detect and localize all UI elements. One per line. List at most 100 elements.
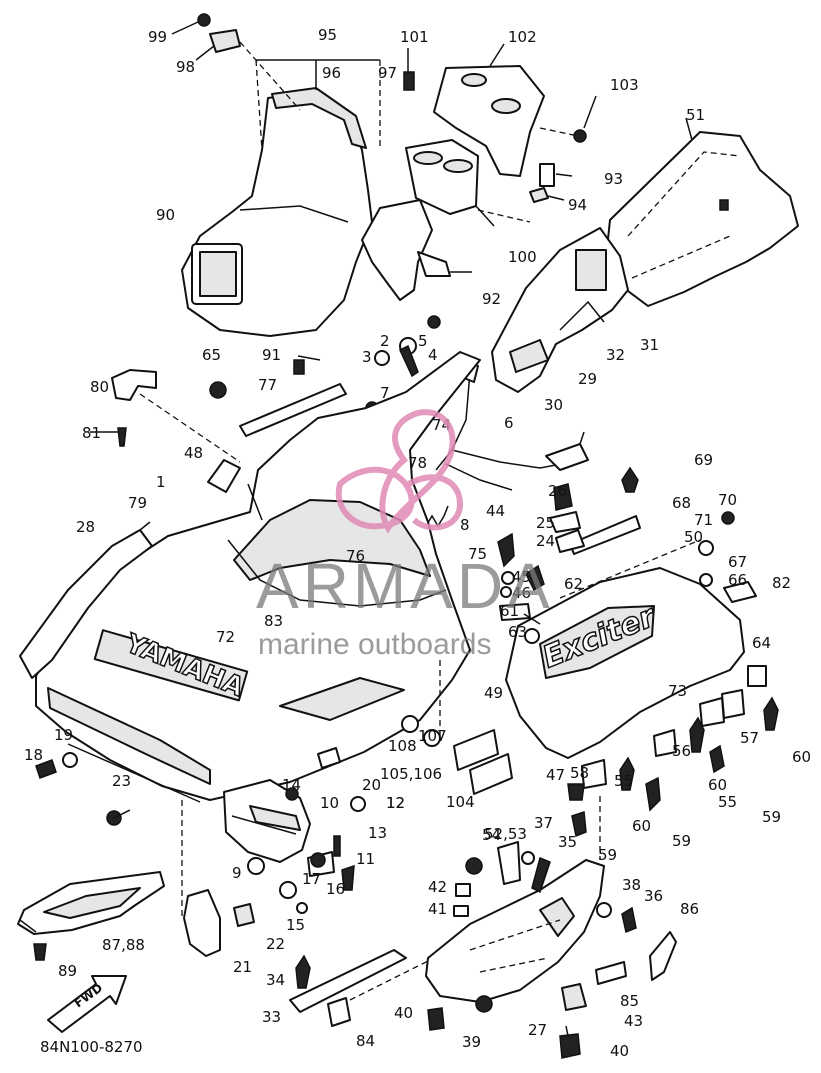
mount-part	[183, 889, 255, 957]
part-number-label: 59	[598, 846, 617, 864]
part-number-label: 47	[546, 766, 565, 784]
bolt-parts	[35, 752, 131, 826]
part-number-label: 52,53	[484, 825, 527, 843]
part-number-label: 65	[202, 346, 221, 364]
strip-part	[289, 949, 407, 1027]
right-panel-part: Exciter	[505, 515, 745, 759]
part-number-label: 66	[728, 571, 747, 589]
part-number-label: 3	[362, 348, 372, 366]
part-number-label: 87,88	[102, 936, 145, 954]
side-panel-part	[605, 117, 799, 307]
part-number-label: 19	[54, 726, 73, 744]
part-number-label: 13	[368, 824, 387, 842]
part-number-label: 56	[672, 742, 691, 760]
part-number-label: 101	[400, 28, 429, 46]
part-number-label: 50	[684, 528, 703, 546]
armada-logo-icon	[335, 409, 464, 534]
side-trim-part	[19, 521, 153, 679]
part-number-label: 58	[570, 764, 589, 782]
part-number-label: 79	[128, 494, 147, 512]
part-number-label: 38	[622, 876, 641, 894]
part-number-label: 105,106	[380, 765, 442, 783]
part-number-label: 6	[504, 414, 514, 432]
part-number-label: 99	[148, 28, 167, 46]
part-number-label: 103	[610, 76, 639, 94]
part-number-label: 57	[740, 729, 759, 747]
part-number-label: 85	[620, 992, 639, 1010]
part-number-label: 40	[610, 1042, 629, 1060]
part-number-label: 23	[112, 772, 131, 790]
part-number-label: 39	[462, 1033, 481, 1051]
part-number-label: 15	[286, 916, 305, 934]
part-number-label: 33	[262, 1008, 281, 1026]
part-number-label: 12	[386, 794, 405, 812]
part-number-label: 34	[266, 971, 285, 989]
part-number-label: 12	[386, 794, 405, 812]
fastener-part	[403, 48, 597, 203]
right-hardware	[497, 466, 767, 687]
part-number-label: 94	[568, 196, 587, 214]
part-number-label: 63	[508, 623, 527, 641]
part-number-label: 1	[156, 473, 166, 491]
part-number-label: 98	[176, 58, 195, 76]
part-number-label: 18	[24, 746, 43, 764]
part-number-label: 37	[534, 814, 553, 832]
part-number-label: 48	[184, 444, 203, 462]
part-number-label: 89	[58, 962, 77, 980]
part-number-label: 60	[632, 817, 651, 835]
part-number-label: 62	[564, 575, 583, 593]
part-number-label: 67	[728, 553, 747, 571]
hood-part: YAMAHA	[35, 351, 481, 803]
part-number-label: 25	[536, 514, 555, 532]
part-number-label: 69	[694, 451, 713, 469]
part-number-label: 42	[428, 878, 447, 896]
part-number-label: 90	[156, 206, 175, 224]
part-number-label: 21	[233, 958, 252, 976]
part-number-label: 81	[82, 424, 101, 442]
part-number-label: 20	[362, 776, 381, 794]
part-number-label: 59	[672, 832, 691, 850]
part-number-label: 32	[606, 346, 625, 364]
part-number-label: 31	[640, 336, 659, 354]
part-number-label: 16	[326, 880, 345, 898]
cover-part	[433, 43, 545, 177]
part-number-label: 64	[752, 634, 771, 652]
part-number-label: 104	[446, 793, 475, 811]
part-number-label: 72	[216, 628, 235, 646]
part-number-label: 100	[508, 248, 537, 266]
fwd-arrow-icon: FWD	[47, 975, 127, 1033]
part-number-label: 26	[548, 482, 567, 500]
bolt-part	[171, 13, 301, 111]
part-number-label: 17	[302, 870, 321, 888]
part-number-label: 11	[356, 850, 375, 868]
part-number-label: 59	[762, 808, 781, 826]
part-number-label: 60	[708, 776, 727, 794]
part-number-label: 49	[484, 684, 503, 702]
part-number-label: 76	[346, 547, 365, 565]
part-number-label: 24	[536, 532, 555, 550]
part-number-label: 40	[394, 1004, 413, 1022]
part-number-label: 71	[694, 511, 713, 529]
lower-bracket-part	[223, 779, 366, 914]
part-number-label: 97	[378, 64, 397, 82]
part-number-label: 27	[528, 1021, 547, 1039]
part-number-label: 36	[644, 887, 663, 905]
part-number-label: 96	[322, 64, 341, 82]
part-number-label: 102	[508, 28, 537, 46]
windshield-part	[181, 59, 381, 337]
misc-parts	[427, 841, 677, 1059]
part-number-label: 29	[578, 370, 597, 388]
part-number-label: 82	[772, 574, 791, 592]
part-number-label: 75	[468, 545, 487, 563]
watermark: ARMADA marine outboards	[256, 409, 550, 661]
watermark-tagline: marine outboards	[258, 628, 491, 661]
part-number-label: 80	[90, 378, 109, 396]
rubber-parts	[317, 715, 513, 795]
part-number-label: 86	[680, 900, 699, 918]
part-number-label: 54	[482, 826, 501, 844]
part-number-label: 78	[408, 454, 427, 472]
part-number-label: 61	[500, 602, 519, 620]
part-number-label: 73	[668, 682, 687, 700]
part-number-label: 14	[282, 776, 301, 794]
